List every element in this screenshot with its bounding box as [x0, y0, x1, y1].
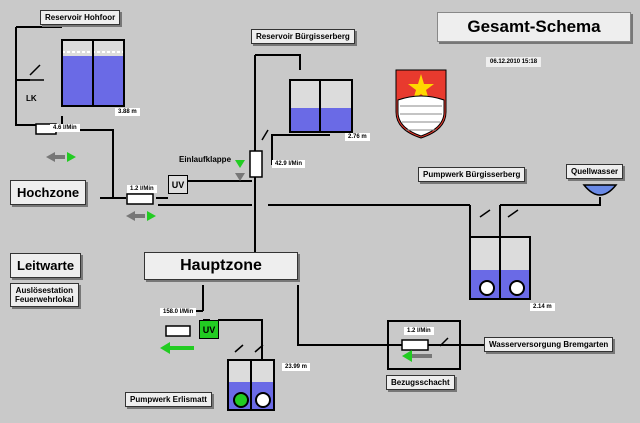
label-pumpwerk-buergisserberg[interactable]: Pumpwerk Bürgisserberg — [418, 167, 526, 182]
tank-pumpwerk-buergisserberg — [469, 236, 531, 300]
flow-arrows — [46, 152, 432, 362]
label-pumpwerk-erlismatt[interactable]: Pumpwerk Erlismatt — [125, 392, 212, 407]
flow-einlauf: 42.9 l/Min — [272, 160, 306, 168]
level-erlismatt: 23.99 m — [282, 363, 311, 371]
coat-of-arms — [395, 69, 447, 139]
tank-hohfoor — [61, 39, 125, 107]
label-reservoir-hohfoor[interactable]: Reservoir Hohfoor — [40, 10, 121, 25]
valve-erlismatt — [165, 325, 191, 337]
page-title: Gesamt-Schema — [437, 12, 631, 42]
tank-buergisserberg — [289, 79, 353, 133]
label-hochzone[interactable]: Hochzone — [10, 180, 87, 205]
label-leitwarte[interactable]: Leitwarte — [10, 253, 82, 278]
tank-erlismatt — [227, 359, 275, 411]
valve-bezug — [401, 339, 429, 351]
valve-einlauf — [249, 150, 263, 178]
level-hohfoor: 3.88 m — [115, 108, 140, 116]
label-wasserversorgung[interactable]: Wasserversorgung Bremgarten — [484, 337, 614, 352]
flow-hochzone: 1.2 l/Min — [127, 185, 157, 193]
label-ausloesestation[interactable]: Auslösestation Feuerwehrlokal — [10, 283, 79, 307]
label-quellwasser[interactable]: Quellwasser — [566, 164, 624, 179]
label-bezugsschacht[interactable]: Bezugsschacht — [386, 375, 455, 390]
uv-unit-hochzone[interactable]: UV — [168, 175, 188, 194]
label-hauptzone[interactable]: Hauptzone — [144, 252, 298, 280]
level-buergisserberg: 2.76 m — [345, 133, 370, 141]
bezugsschacht-box — [387, 320, 461, 370]
label-reservoir-buergisserberg[interactable]: Reservoir Bürgisserberg — [251, 29, 355, 44]
uv-unit-erlismatt[interactable]: UV — [199, 320, 219, 339]
flow-bezug: 1.2 l/Min — [404, 327, 434, 335]
quellwasser-bowl — [582, 184, 618, 196]
level-pumpwerk-buergisserberg: 2.14 m — [530, 303, 555, 311]
valve-hochzone — [126, 193, 154, 205]
label-einlaufklappe: Einlaufklappe — [179, 155, 232, 164]
label-lk: LK — [26, 94, 37, 103]
flow-hohfoor: 4.6 l/Min — [50, 124, 80, 132]
flow-erlismatt: 158.0 l/Min — [160, 308, 197, 316]
datetime-display: 06.12.2010 15:18 — [486, 57, 542, 67]
